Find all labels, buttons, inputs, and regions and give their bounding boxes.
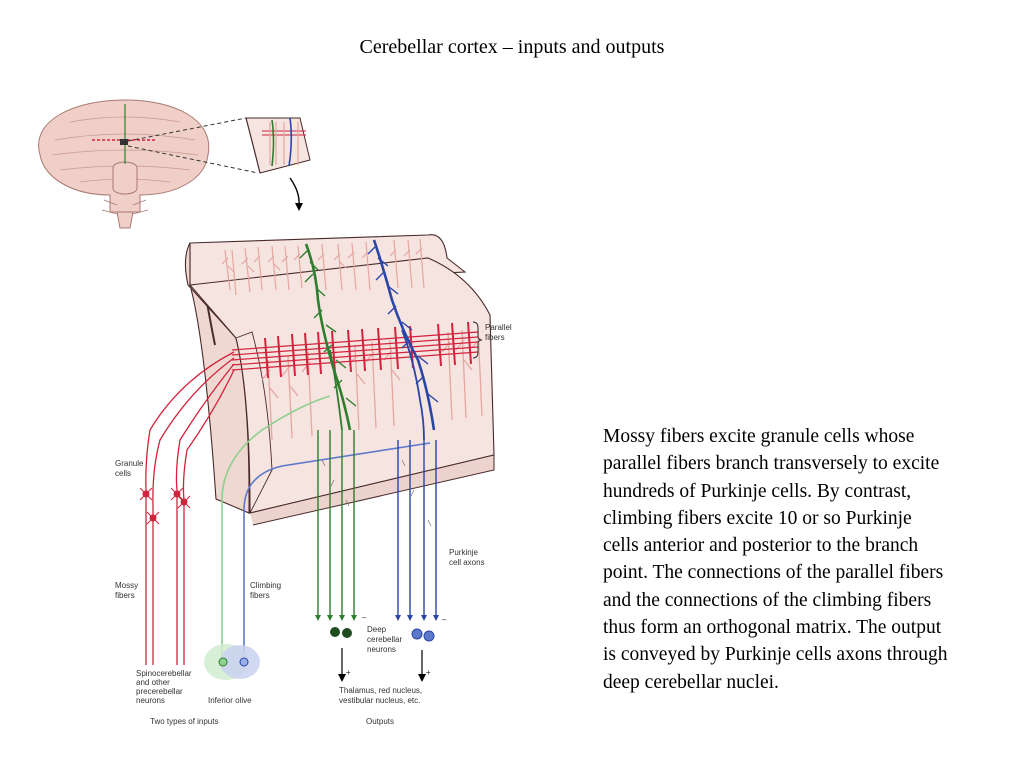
label-spinocerebellar-2: and other (136, 678, 170, 687)
label-spinocerebellar-1: Spinocerebellar (136, 669, 192, 678)
label-climbing-fibers-2: fibers (250, 591, 270, 600)
label-mossy-fibers-1: Mossy (115, 581, 138, 590)
label-minus-green: – (362, 613, 367, 622)
parallel-fibers (231, 331, 479, 371)
slide-caption: Mossy fibers excite granule cells whose … (603, 426, 948, 693)
label-spinocerebellar-4: neurons (136, 696, 165, 705)
inferior-olive (204, 644, 260, 680)
label-mossy-fibers-2: fibers (115, 591, 135, 600)
label-granule-cells-2: cells (115, 469, 131, 478)
zoom-arrow (289, 177, 303, 211)
purkinje-blue-tree (367, 239, 439, 441)
label-plus-blue: + (426, 668, 431, 677)
purkinje-trees-front (261, 327, 483, 441)
climbing-fiber-tree (299, 243, 357, 431)
label-targets-1: Thalamus, red nucleus, (339, 686, 422, 695)
slide-title: Cerebellar cortex – inputs and outputs (359, 36, 665, 58)
deep-cerebellar-neurons (330, 627, 435, 682)
purkinje-axons (317, 430, 437, 615)
label-two-types-of-inputs: Two types of inputs (150, 717, 218, 726)
label-plus-green: + (346, 668, 351, 677)
mossy-fibers (145, 351, 235, 665)
granule-cells (139, 487, 191, 525)
label-purkinje-axons-1: Purkinje (449, 548, 478, 557)
label-spinocerebellar-3: precerebellar (136, 687, 183, 696)
label-outputs: Outputs (366, 717, 394, 726)
label-inferior-olive: Inferior olive (208, 696, 252, 705)
parallel-fibers-brace (472, 321, 483, 359)
label-parallel-fibers-1: Parallel (485, 323, 512, 332)
label-parallel-fibers-2: fibers (485, 333, 505, 342)
label-purkinje-axons-2: cell axons (449, 558, 485, 567)
label-deep-neurons-3: neurons (367, 645, 396, 654)
label-targets-2: vestibular nucleus, etc. (339, 696, 420, 705)
label-minus-blue: – (442, 615, 447, 624)
label-deep-neurons-1: Deep (367, 625, 387, 634)
zoom-lines (127, 117, 259, 174)
label-climbing-fibers-1: Climbing (250, 581, 281, 590)
label-deep-neurons-2: cerebellar (367, 635, 402, 644)
purkinje-trees-back (221, 238, 425, 296)
axon-terminals (315, 615, 439, 621)
climbing-fiber-input (221, 395, 431, 662)
inset-slab (245, 117, 311, 174)
label-granule-cells-1: Granule (115, 459, 144, 468)
cerebellum-overview (38, 99, 210, 229)
cortex-block (184, 234, 495, 526)
